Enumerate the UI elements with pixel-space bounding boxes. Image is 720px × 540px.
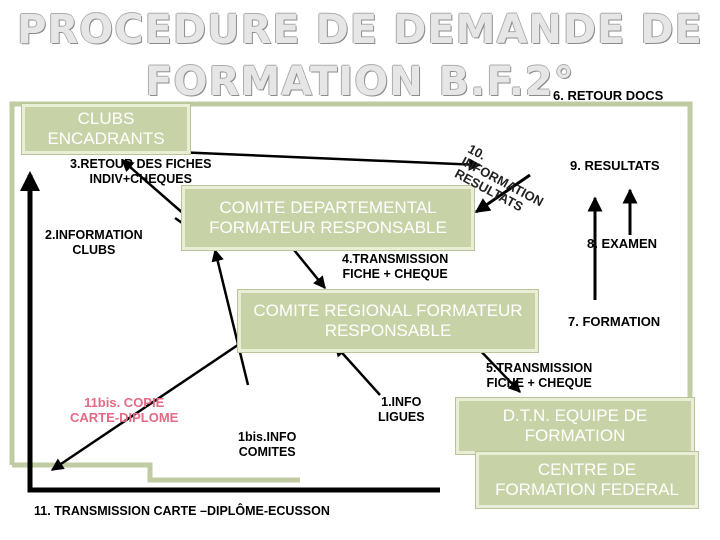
arrow-step4 (289, 244, 326, 289)
label-step3: 3.RETOUR DES FICHES INDIV+CHEQUES (70, 157, 212, 186)
box-centre-formation: CENTRE DE FORMATION FEDERAL (476, 452, 698, 508)
frame-bottom (12, 462, 300, 483)
arrow-step5 (474, 344, 521, 393)
arrow-step1 (334, 344, 381, 396)
arrow-step3 (121, 159, 186, 216)
label-step11bis: 11bis. COPIE CARTE-DIPLOME (70, 395, 179, 425)
title-line-2: FORMATION B.F.2° (145, 59, 575, 105)
label-step5: 5.TRANSMISSION FICHE + CHEQUE (486, 361, 593, 390)
label-step11: 11. TRANSMISSION CARTE –DIPLÔME-ECUSSON (34, 504, 330, 518)
label-step9: 9. RESULTATS (570, 158, 660, 173)
label-step4: 4.TRANSMISSION FICHE + CHEQUE (342, 252, 449, 281)
page-title: PROCEDURE DE DEMANDE DE FORMATION B.F.2° (0, 4, 720, 108)
box-dtn: D.T.N. EQUIPE DE FORMATION (456, 398, 694, 454)
title-line-1: PROCEDURE DE DEMANDE DE (17, 7, 703, 53)
box-comite-regional: COMITE REGIONAL FORMATEUR RESPONSABLE (238, 290, 538, 352)
arrow-step11 (20, 171, 440, 493)
box-clubs-encadrants: CLUBS ENCADRANTS (22, 104, 190, 154)
label-step8: 8. EXAMEN (587, 236, 658, 251)
label-step1: 1.INFO LIGUES (378, 395, 425, 424)
arrow-step1bis (211, 248, 250, 386)
label-step7: 7. FORMATION (568, 314, 661, 329)
arrow-step11bis (50, 318, 276, 472)
arrow-step10 (474, 173, 531, 214)
label-step6: 6. RETOUR DOCS (553, 88, 664, 103)
label-step1bis: 1bis.INFO COMITES (238, 430, 297, 459)
label-step2: 2.INFORMATION CLUBS (45, 228, 143, 257)
box-comite-departemental: COMITE DEPARTEMENTAL FORMATEUR RESPONSAB… (182, 186, 474, 250)
